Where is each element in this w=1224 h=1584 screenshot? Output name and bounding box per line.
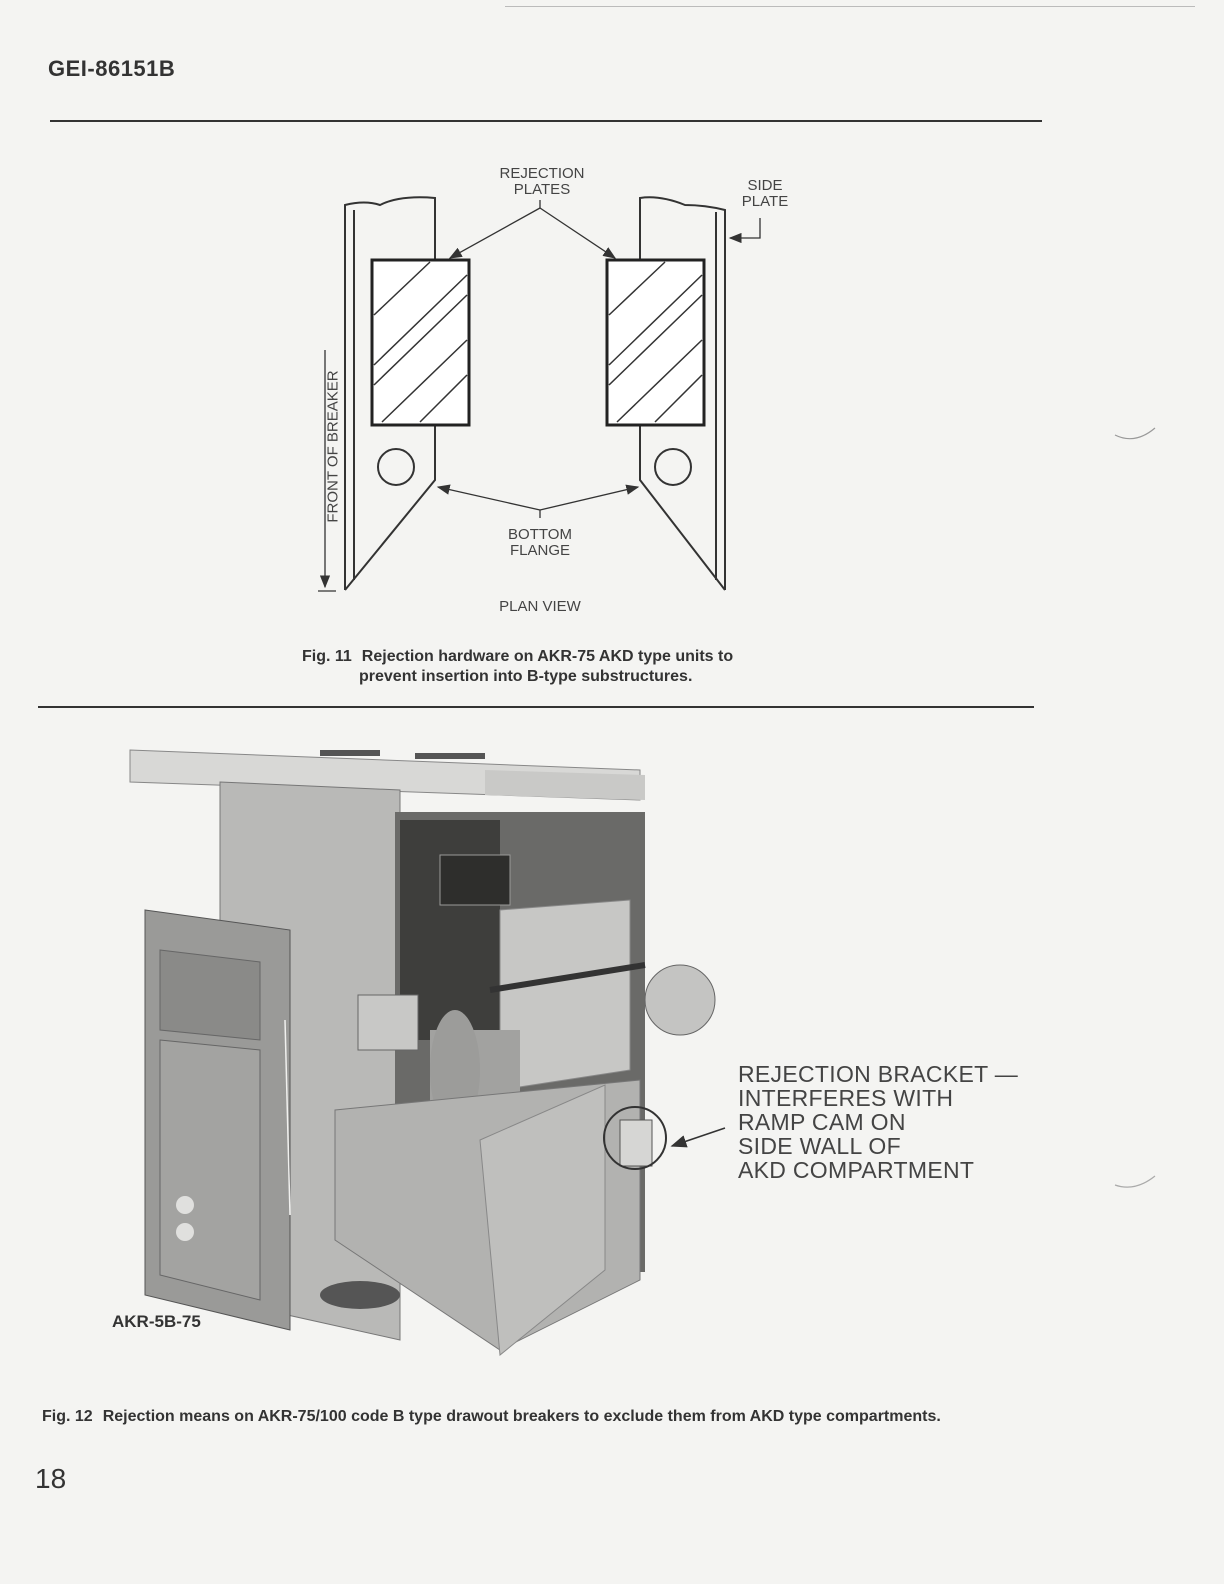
plan-view-label: PLAN VIEW <box>499 598 581 615</box>
section-rule <box>38 706 1034 708</box>
right-hole <box>654 448 692 486</box>
left-rejection-plate <box>370 258 471 427</box>
bottom-flange-label: BOTTOM FLANGE <box>508 526 572 559</box>
edge-mark-top <box>1114 427 1156 440</box>
plan-view-diagram <box>318 196 761 592</box>
rejection-plates-label: REJECTION PLATES <box>499 165 585 198</box>
photo-model-label: AKR-5B-75 <box>112 1312 201 1331</box>
edge-mark-bottom <box>1114 1175 1156 1188</box>
document-id: GEI-86151B <box>48 56 176 81</box>
side-plate-label: SIDE PLATE <box>741 177 789 210</box>
breaker-photo <box>129 749 716 1356</box>
page-number: 18 <box>35 1463 67 1494</box>
right-rejection-plate <box>605 258 706 427</box>
top-faint-rule <box>505 6 1195 7</box>
left-hole <box>377 448 415 486</box>
header-rule <box>50 120 1042 122</box>
right-side-plate <box>639 196 726 591</box>
callout-arrow <box>670 1127 726 1148</box>
front-of-breaker-label: FRONT OF BREAKER <box>324 370 342 523</box>
left-side-plate <box>344 196 436 591</box>
rejection-bracket-callout: REJECTION BRACKET — INTERFERES WITH RAMP… <box>738 1061 1019 1183</box>
